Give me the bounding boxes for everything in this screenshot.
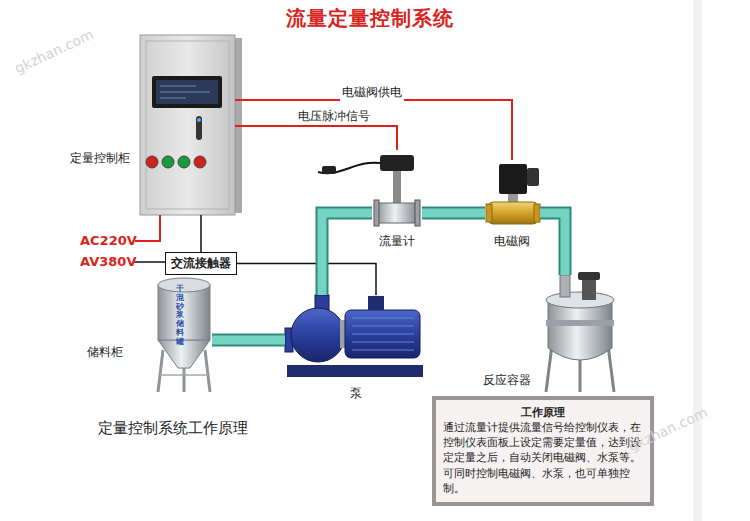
connector-line: [322, 213, 372, 295]
node-label: 交流接触器: [171, 255, 231, 272]
caption-text: 定量控制系统工作原理: [98, 419, 248, 438]
pump: 泵: [285, 295, 425, 378]
voltage-label: AV380V: [80, 254, 136, 269]
wire-connector: [235, 126, 397, 150]
node-body-text: 通过流量计提供流量信号给控制仪表，在控制仪表面板上设定需要定量值，达到设定定量之…: [443, 420, 643, 496]
node-label: 泵: [350, 385, 362, 402]
connector-line: [322, 213, 372, 295]
node-label: 工作原理: [443, 405, 643, 420]
contactor-box: 交流接触器: [165, 252, 237, 275]
node-label: 反应容器: [483, 372, 531, 389]
connector-line: [235, 100, 512, 160]
connector-line: [212, 336, 285, 345]
note-box: 工作原理通过流量计提供流量信号给控制仪表，在控制仪表面板上设定需要定量值，达到设…: [432, 396, 654, 506]
wire-connector: [201, 215, 202, 252]
pipe-connector: [322, 213, 372, 295]
pipe-connector: [422, 213, 485, 214]
solenoid-valve: 电磁阀: [485, 160, 540, 228]
storage-tank: 储料柜干混砂浆储料罐: [155, 275, 212, 392]
edge-label: 电磁阀供电: [340, 84, 404, 101]
connector-line: [237, 264, 376, 296]
watermark: gkzhan.com: [12, 26, 96, 76]
connector-line: [200, 215, 202, 252]
title-text: 流量定量控制系统: [0, 5, 740, 32]
connector-line: [422, 209, 485, 218]
connector-line: [212, 334, 285, 347]
node-label: 电磁阀: [494, 233, 530, 250]
node-label: 储料柜: [87, 344, 123, 361]
reactor-vessel: 反应容器: [540, 275, 620, 392]
tank-vertical-text: 干混砂浆储料罐: [176, 285, 184, 347]
flow-meter: 流量计: [372, 150, 422, 228]
node-label: 定量控制柜: [70, 150, 130, 167]
pipe-connector: [212, 340, 285, 341]
control-cabinet: 定量控制柜: [140, 35, 235, 215]
voltage-label: AC220V: [80, 233, 137, 248]
connector-line: [422, 207, 485, 220]
wire-connector: [237, 264, 376, 296]
connector-line: [540, 213, 565, 275]
connector-line: [235, 126, 397, 150]
node-label: 流量计: [379, 233, 415, 250]
pipe-connector: [540, 213, 565, 275]
edge-label: 电压脉冲信号: [296, 108, 372, 125]
connector-line: [540, 213, 565, 275]
wire-connector: [235, 100, 512, 160]
